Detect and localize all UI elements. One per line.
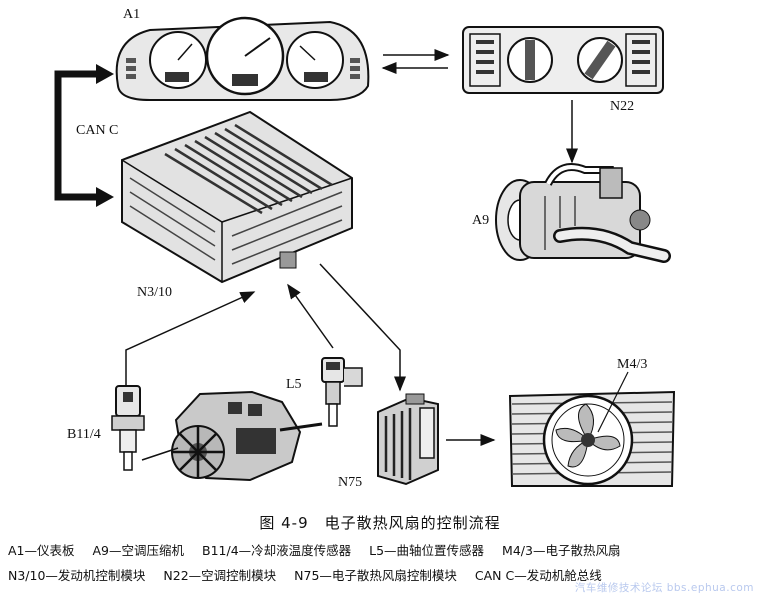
leader-m4-3 [597, 371, 629, 433]
legend-item: M4/3—电子散热风扇 [502, 543, 621, 558]
label-n22: N22 [610, 99, 634, 114]
legend-item: N75—电子散热风扇控制模块 [294, 568, 457, 583]
fan-control-module-n75 [377, 393, 439, 486]
label-a1: A1 [123, 7, 140, 22]
ac-compressor-a9 [495, 163, 671, 263]
legend-item: B11/4—冷却液温度传感器 [202, 543, 352, 558]
legend-item: A1—仪表板 [8, 543, 75, 558]
legend-item: N22—空调控制模块 [163, 568, 277, 583]
label-n3-10: N3/10 [137, 285, 172, 300]
legend-line-1: A1—仪表板 A9—空调压缩机 B11/4—冷却液温度传感器 L5—曲轴位置传感… [8, 540, 620, 559]
crankshaft-sensor-l5 [321, 357, 363, 427]
ac-control-module-n22 [462, 26, 664, 94]
label-a9: A9 [472, 213, 489, 228]
engine-control-module-n3-10 [121, 110, 353, 284]
control-flow-diagram: A1 N22 CAN C N3/10 A9 L5 B11/4 M4/3 N75 [54, 7, 676, 490]
watermark: 汽车维修技术论坛 bbs.ephua.com [574, 582, 754, 594]
arrow-ecm-to-n75 [319, 263, 406, 392]
legend-item: L5—曲轴位置传感器 [369, 543, 485, 558]
legend-item: N3/10—发动机控制模块 [8, 568, 146, 583]
label-m4-3: M4/3 [617, 357, 647, 372]
label-can-c: CAN C [76, 123, 118, 138]
legend-line-2: N3/10—发动机控制模块 N22—空调控制模块 N75—电子散热风扇控制模块 … [8, 565, 602, 584]
figure-caption: 图 4-9 电子散热风扇的控制流程 [259, 514, 501, 532]
label-l5: L5 [286, 377, 302, 392]
line-b11-4-to-engine [141, 447, 179, 461]
instrument-cluster-a1 [115, 16, 370, 101]
label-b11-4: B11/4 [67, 427, 101, 442]
engine-illustration [171, 390, 323, 482]
arrow-l5-to-ecm [287, 283, 334, 349]
can-c-bus-bracket [54, 64, 114, 207]
label-n75: N75 [338, 475, 362, 490]
electric-cooling-fan-m4-3 [508, 390, 676, 487]
legend-item: A9—空调压缩机 [92, 543, 185, 558]
arrow-b11-4-to-ecm [125, 291, 256, 386]
coolant-temp-sensor-b11-4 [111, 385, 145, 471]
legend-item: CAN C—发动机舱总线 [474, 568, 602, 583]
